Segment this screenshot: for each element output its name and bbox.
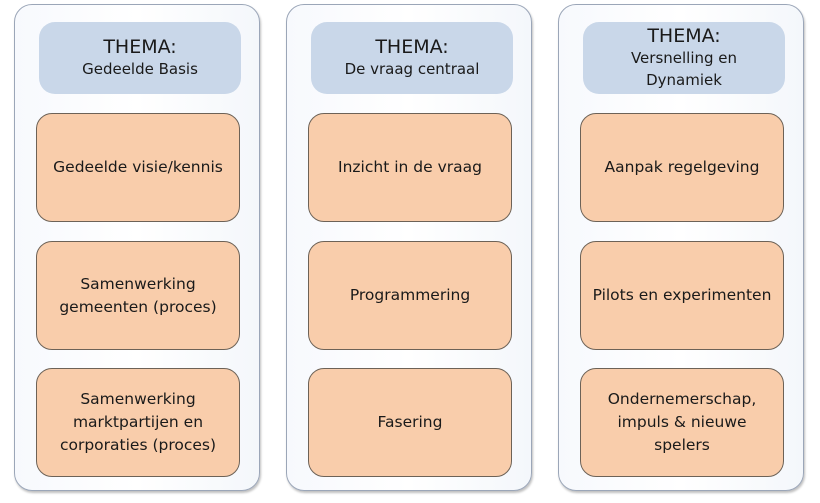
theme-header: THEMA: De vraag centraal [311, 22, 513, 94]
theme-title: Versnelling en Dynamiek [630, 49, 738, 89]
theme-label: THEMA: [647, 25, 721, 47]
theme-item: Pilots en experimenten [580, 241, 784, 350]
theme-column-versnelling-en-dynamiek: THEMA: Versnelling en Dynamiek Aanpak re… [558, 4, 804, 491]
theme-title: Gedeelde Basis [82, 60, 198, 78]
theme-item: Ondernemerschap, impuls & nieuwe spelers [580, 368, 784, 477]
theme-item: Inzicht in de vraag [308, 113, 512, 222]
theme-item: Samenwerking marktpartijen en corporatie… [36, 368, 240, 477]
theme-item: Fasering [308, 368, 512, 477]
theme-label: THEMA: [103, 36, 177, 58]
theme-item: Samenwerking gemeenten (proces) [36, 241, 240, 350]
theme-column-de-vraag-centraal: THEMA: De vraag centraal Inzicht in de v… [286, 4, 532, 491]
theme-header: THEMA: Versnelling en Dynamiek [583, 22, 785, 94]
theme-item: Programmering [308, 241, 512, 350]
theme-column-gedeelde-basis: THEMA: Gedeelde Basis Gedeelde visie/ken… [14, 4, 260, 491]
theme-header: THEMA: Gedeelde Basis [39, 22, 241, 94]
theme-item: Aanpak regelgeving [580, 113, 784, 222]
theme-item: Gedeelde visie/kennis [36, 113, 240, 222]
theme-title: De vraag centraal [344, 60, 480, 78]
theme-label: THEMA: [375, 36, 449, 58]
